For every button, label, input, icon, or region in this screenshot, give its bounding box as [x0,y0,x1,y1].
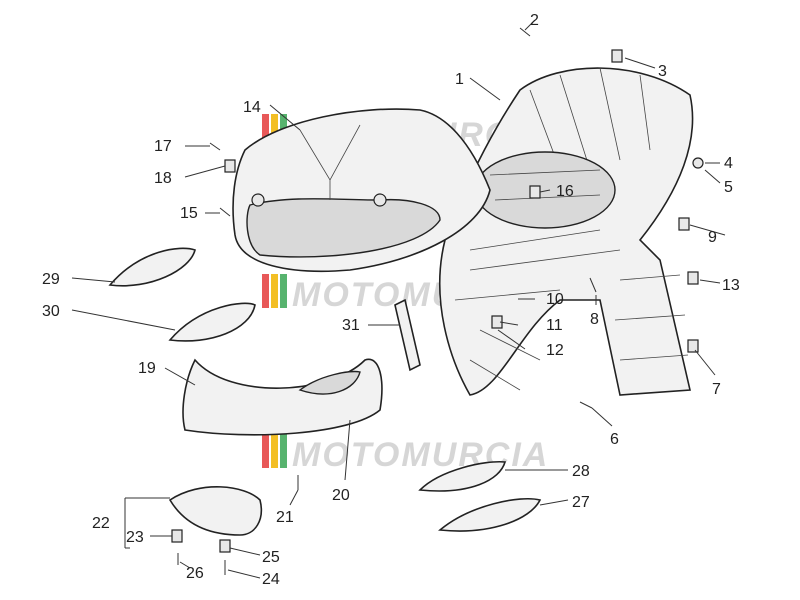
callout-16: 16 [556,183,574,200]
clip-13 [687,271,699,285]
watermark-bottom: MOTOMURCIA [262,434,549,474]
callout-17: 17 [154,138,172,155]
callout-27: 27 [572,494,590,511]
clip-23 [171,529,183,543]
headlight-housing-part [232,108,491,273]
leader-lines [71,19,726,579]
rear-cover-part [168,486,262,536]
right-upper-lens-part [418,460,507,492]
callout-8: 8 [590,311,599,328]
screw-8 [589,277,597,293]
nut-4 [692,157,704,169]
left-lower-lens-part [168,302,256,342]
callout-18: 18 [154,170,172,187]
callout-20: 20 [332,487,350,504]
trim-strip-part [394,298,421,372]
front-lower-panel-part [182,358,383,436]
watermark-text: MOTOMURCIA [292,436,549,474]
callout-11: 11 [546,317,563,334]
clip-25 [219,539,231,553]
callout-30: 30 [42,303,60,320]
callout-1: 1 [455,71,464,88]
screw-17 [209,142,221,151]
callout-28: 28 [572,463,590,480]
left-upper-lens-part [108,247,196,287]
screw-6 [579,401,593,409]
clip-9 [678,217,690,231]
screw-15 [219,207,231,217]
callout-5: 5 [724,179,733,196]
callout-3: 3 [658,63,667,80]
callout-7: 7 [712,381,721,398]
callout-26: 26 [186,565,204,582]
callout-2: 2 [530,12,539,29]
clip-7 [687,339,699,353]
right-lower-lens-part [438,497,542,532]
callout-14: 14 [243,99,261,116]
callout-19: 19 [138,360,156,377]
clip-18 [224,159,236,173]
callout-25: 25 [262,549,280,566]
callout-6: 6 [610,431,619,448]
screw-2 [519,27,531,37]
clip-3 [611,49,623,63]
callout-22: 22 [92,515,110,532]
callout-13: 13 [722,277,740,294]
callout-4: 4 [724,155,733,172]
callout-15: 15 [180,205,198,222]
callout-12: 12 [546,342,564,359]
callout-21: 21 [276,509,294,526]
clip-16 [529,185,541,199]
callout-24: 24 [262,571,280,588]
callout-9: 9 [708,229,717,246]
callout-29: 29 [42,271,60,288]
callout-10: 10 [546,291,564,308]
front-shield-part [438,67,694,396]
front-lower-panel-lens [298,370,361,395]
callouts: 1 2 3 4 5 6 7 8 9 10 11 12 13 14 15 16 1… [42,12,740,588]
callout-31: 31 [342,317,360,334]
callout-23: 23 [126,529,144,546]
